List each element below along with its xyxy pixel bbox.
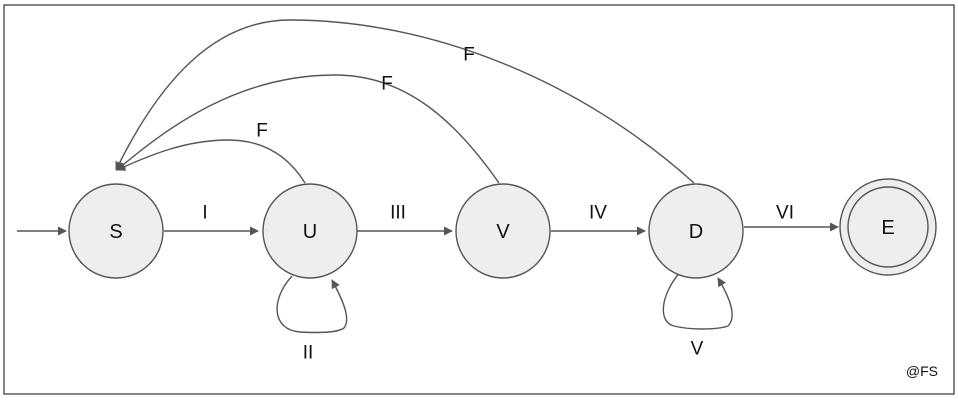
state-e-inner-circle — [847, 186, 929, 268]
edge-label-u-u: II — [303, 343, 314, 364]
state-s-label: S — [109, 221, 122, 243]
state-u: U — [262, 183, 358, 279]
state-d-circle — [648, 183, 744, 279]
diagram-frame — [3, 4, 955, 395]
state-s-circle — [68, 183, 164, 279]
edge-label-d-s: F — [463, 45, 475, 66]
edge-label-u-v: III — [390, 203, 406, 224]
edge-d-s — [115, 19, 695, 184]
state-u-circle — [262, 183, 358, 279]
edge-label-d-d: V — [691, 339, 704, 360]
state-e-label: E — [881, 217, 894, 239]
state-v-label: V — [496, 221, 510, 243]
state-s: S — [68, 183, 164, 279]
state-d: D — [648, 183, 744, 279]
edge-label-v-d: IV — [589, 203, 607, 224]
edge-label-v-s: F — [381, 74, 393, 95]
state-v: V — [455, 183, 551, 279]
state-v-circle — [455, 183, 551, 279]
edge-u-s — [116, 139, 306, 184]
self-loop-u — [276, 275, 348, 334]
self-loop-d — [662, 271, 733, 330]
edge-v-s — [116, 74, 500, 184]
state-e: E — [839, 178, 937, 276]
credit-text: @FS — [906, 363, 938, 379]
edge-label-u-s: F — [256, 121, 268, 142]
edge-label-d-e: VI — [776, 203, 794, 224]
edge-label-s-u: I — [202, 203, 207, 224]
state-d-label: D — [689, 221, 703, 243]
state-u-label: U — [303, 221, 317, 243]
